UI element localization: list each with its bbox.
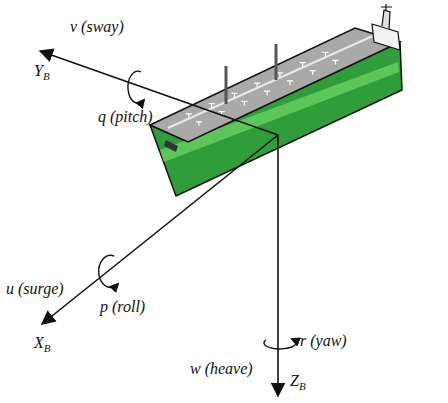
axis-label: XB (34, 334, 51, 354)
y-axis (40, 51, 278, 135)
deck-mark (332, 60, 338, 64)
deck-mark (300, 63, 306, 67)
motion-label: v (sway) (70, 18, 124, 36)
yaw-rotation (264, 339, 296, 349)
motion-label: w (heave) (190, 360, 253, 378)
deck-mark (231, 93, 237, 97)
ship-funnel (382, 10, 390, 29)
deck-mark (209, 104, 215, 108)
deck-mark (287, 81, 293, 85)
pitch-rotation (128, 71, 144, 103)
ship-bridge (372, 24, 400, 50)
motion-label: p (roll) (100, 298, 145, 316)
x-axis (42, 135, 278, 324)
bow-anchor (164, 140, 178, 152)
deck-mark (264, 91, 270, 95)
motion-label: u (surge) (6, 280, 64, 298)
deck-mark (254, 83, 260, 87)
deck-mark (241, 101, 247, 105)
deck-mark (310, 71, 316, 75)
deck-marks (186, 52, 339, 125)
deck-mark (186, 114, 192, 118)
deck-mark (322, 52, 328, 56)
ship-antenna (381, 4, 392, 10)
deck-mark (196, 122, 202, 126)
motion-label: r (yaw) (300, 332, 347, 350)
z-axis (277, 135, 279, 396)
roll-rotation (99, 255, 118, 287)
deck-mark (277, 73, 283, 77)
axis-label: ZB (290, 372, 306, 392)
mast (275, 44, 278, 80)
ship-deck (150, 28, 400, 142)
axis-label: YB (34, 62, 50, 82)
mast (225, 66, 228, 104)
motion-label: q (pitch) (98, 108, 153, 126)
deck-pipe (168, 35, 375, 128)
